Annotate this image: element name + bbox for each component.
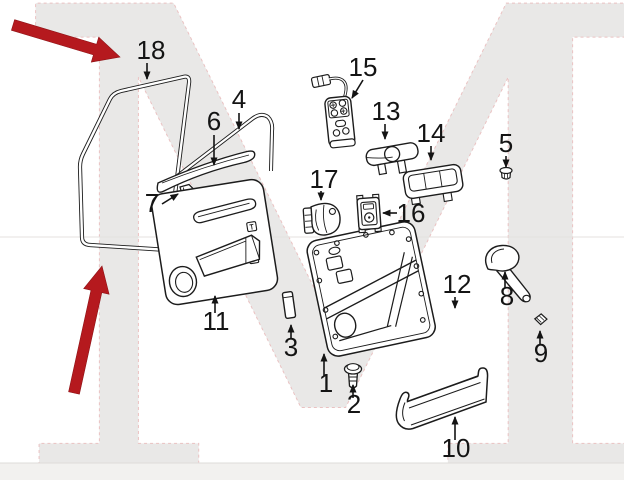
part-door-seal [77, 74, 192, 252]
footer-strip [0, 463, 624, 480]
callout-15: 15 [349, 52, 378, 82]
callout-6: 6 [207, 106, 221, 136]
watermark-letter: M [3, 0, 624, 480]
callout-7: 7 [145, 188, 159, 218]
callout-11: 11 [203, 306, 230, 336]
part-beltline-strip [156, 150, 256, 193]
leader-7 [161, 193, 179, 205]
part-switch-16 [356, 193, 382, 234]
part-switch-housing [402, 163, 464, 206]
part-clip-9 [533, 313, 548, 326]
callout-leaders [143, 63, 544, 440]
callout-12: 12 [443, 269, 472, 299]
callout-14: 14 [417, 118, 446, 148]
part-window-frame-molding [165, 112, 275, 186]
part-clip-5 [499, 166, 513, 180]
callout-3: 3 [284, 332, 298, 362]
leader-15 [351, 79, 364, 99]
part-switch-17 [302, 202, 341, 236]
part-bracket-13 [365, 142, 419, 176]
part-door-trim-panel [306, 221, 436, 357]
highlight-arrow-bottom [68, 265, 110, 395]
callout-2: 2 [347, 389, 361, 419]
part-lower-trim-pocket [395, 367, 489, 430]
callout-13: 13 [372, 96, 401, 126]
callout-4: 4 [232, 84, 246, 114]
part-upper-trim-panel [151, 178, 279, 306]
callout-17: 17 [310, 164, 339, 194]
part-window-switch-unit [310, 74, 356, 149]
highlight-arrow-top [11, 19, 121, 63]
callout-5: 5 [499, 128, 513, 158]
callout-8: 8 [500, 281, 514, 311]
part-spacer [281, 290, 297, 320]
callout-1: 1 [319, 368, 333, 398]
callout-labels: 1 2 3 4 5 6 7 8 9 10 11 12 13 14 15 16 1… [137, 35, 549, 463]
callout-18: 18 [137, 35, 166, 65]
callout-16: 16 [397, 198, 426, 228]
callout-10: 10 [442, 433, 471, 463]
callout-9: 9 [534, 338, 548, 368]
